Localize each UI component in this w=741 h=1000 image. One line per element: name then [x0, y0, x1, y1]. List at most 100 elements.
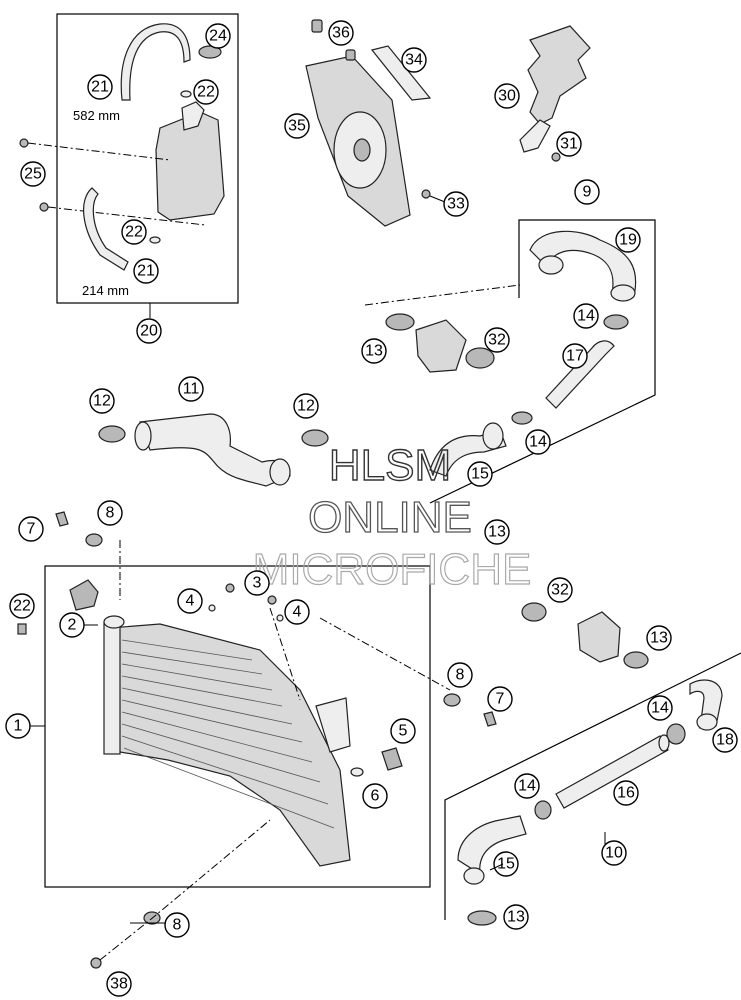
- svg-text:7: 7: [496, 691, 505, 708]
- thermostat-housing-lower: [577, 611, 621, 663]
- watermark-line-1: HLSM: [329, 441, 451, 490]
- svg-text:12: 12: [297, 398, 315, 415]
- expansion-tank-group: [19, 23, 225, 318]
- svg-text:34: 34: [405, 52, 423, 69]
- callout-12-left: 12: [89, 388, 115, 414]
- svg-text:21: 21: [137, 263, 155, 280]
- fan-hub: [353, 138, 371, 162]
- svg-text:15: 15: [471, 466, 489, 483]
- sealing-ring-6: [350, 767, 364, 777]
- callout-25: 25: [20, 161, 46, 187]
- callout-22-pin: 22: [9, 593, 35, 619]
- svg-text:24: 24: [209, 28, 227, 45]
- clamp-12-right: [301, 429, 329, 447]
- clamp-14-mid: [511, 411, 533, 425]
- fan-group: [305, 19, 446, 227]
- hose-19-end: [538, 255, 564, 275]
- svg-text:30: 30: [498, 88, 516, 105]
- callout-7-top: 7: [18, 516, 44, 542]
- callout-10: 10: [601, 840, 627, 866]
- clamp-13-mid: [623, 651, 649, 669]
- screw-38: [90, 957, 102, 969]
- callout-7-right: 7: [487, 686, 513, 712]
- svg-text:13: 13: [650, 630, 668, 647]
- callout-16: 16: [613, 780, 639, 806]
- pipe-16: [555, 735, 669, 809]
- expansion-tank-neck: [181, 101, 205, 131]
- callout-4-left: 4: [177, 588, 203, 614]
- callout-15-upper: 15: [467, 461, 493, 487]
- clamp-12-left: [98, 425, 126, 443]
- svg-text:11: 11: [183, 381, 200, 398]
- grommet-8-right: [443, 693, 461, 707]
- callout-14-lower: 14: [514, 773, 540, 799]
- callout-9: 9: [574, 179, 600, 205]
- svg-text:4: 4: [293, 604, 302, 621]
- bracket-30: [527, 25, 591, 125]
- svg-text:25: 25: [24, 166, 42, 183]
- callout-33: 33: [443, 191, 469, 217]
- grommet-36: [311, 19, 323, 33]
- svg-text:36: 36: [332, 25, 350, 42]
- callout-22-upper: 22: [193, 79, 219, 105]
- callout-31: 31: [556, 131, 582, 157]
- callout-8-top: 8: [97, 500, 123, 526]
- leader-lines: [30, 624, 504, 924]
- svg-text:8: 8: [456, 667, 465, 684]
- callout-19: 19: [615, 227, 641, 253]
- grommet-36-b: [345, 49, 356, 61]
- hose-set-9-frame: [429, 219, 656, 504]
- radiator-fins: [121, 639, 335, 829]
- svg-text:20: 20: [140, 323, 158, 340]
- callout-4-right: 4: [284, 599, 310, 625]
- bracket-30-arm: [519, 119, 551, 153]
- radiator-cap-2: [69, 579, 99, 611]
- callout-35: 35: [284, 113, 310, 139]
- svg-text:10: 10: [605, 845, 623, 862]
- callout-32-upper: 32: [484, 327, 510, 353]
- hose-19-end-b: [610, 284, 636, 302]
- clamp-14-top: [603, 314, 629, 330]
- svg-text:8: 8: [106, 505, 115, 522]
- svg-text:7: 7: [27, 521, 36, 538]
- callout-20: 20: [136, 318, 162, 344]
- svg-text:38: 38: [110, 976, 128, 993]
- svg-text:14: 14: [577, 308, 595, 325]
- svg-text:14: 14: [651, 700, 669, 717]
- mounting-rubbers: [55, 511, 497, 969]
- watermark: HLSM ONLINE MICROFICHE: [252, 440, 532, 594]
- callout-38: 38: [106, 971, 132, 997]
- hose-holder-bracket: [519, 25, 591, 162]
- callout-21-upper: 21: [87, 74, 113, 100]
- callout-2: 2: [59, 612, 85, 638]
- clamp-13-upper: [385, 313, 415, 331]
- svg-text:13: 13: [488, 524, 506, 541]
- callout-11: 11: [178, 376, 204, 402]
- dimension-label-lower-hose: 214 mm: [82, 283, 129, 298]
- hose-17: [545, 340, 615, 409]
- screw-25-b: [39, 202, 49, 212]
- svg-text:4: 4: [186, 593, 195, 610]
- radiator-outlet-pipe: [315, 697, 351, 753]
- callout-8-right: 8: [447, 662, 473, 688]
- svg-text:12: 12: [93, 393, 111, 410]
- svg-text:32: 32: [488, 332, 506, 349]
- hose-set-10: [457, 602, 723, 926]
- callout-12-right: 12: [293, 393, 319, 419]
- callout-14-upper: 14: [573, 303, 599, 329]
- watermark-line-3: MICROFICHE: [253, 545, 532, 594]
- callout-32-lower: 32: [547, 577, 573, 603]
- radiator-hose-11: [139, 413, 291, 487]
- dimension-label-upper-hose: 582 mm: [73, 108, 120, 123]
- pin-22: [17, 623, 27, 635]
- thermostat-32-lower: [521, 602, 547, 622]
- callout-14-mid: 14: [525, 429, 551, 455]
- radiator-group: [17, 540, 451, 867]
- svg-text:33: 33: [447, 196, 465, 213]
- callout-13-lower: 13: [503, 904, 529, 930]
- radiator-side-tank-left: [103, 621, 121, 755]
- callout-18: 18: [712, 727, 738, 753]
- screw-25-a: [19, 138, 29, 148]
- screw-33: [421, 189, 431, 199]
